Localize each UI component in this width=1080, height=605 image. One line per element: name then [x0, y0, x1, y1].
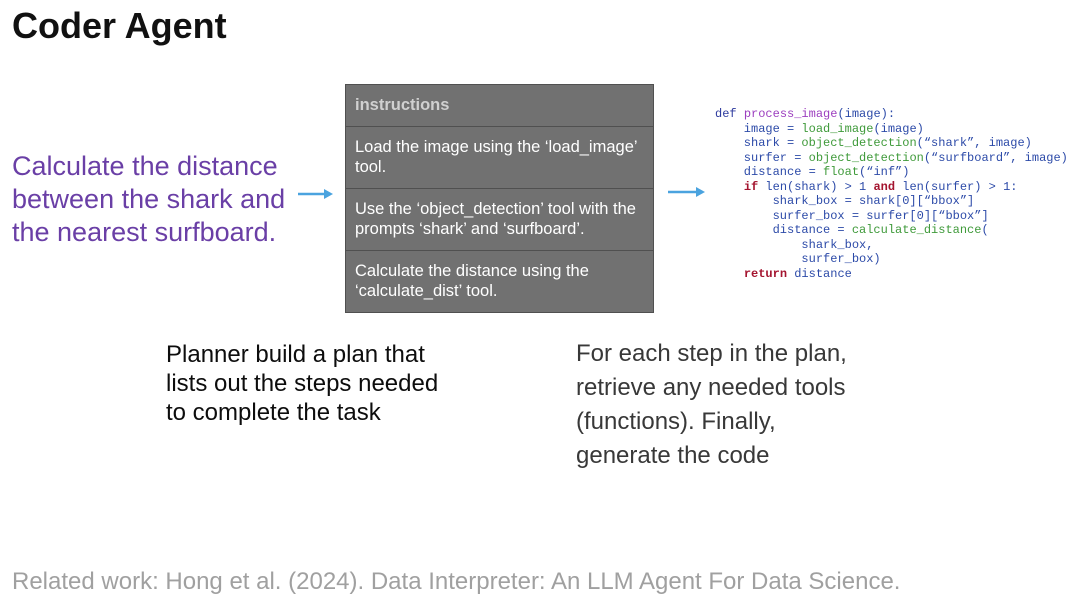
task-prompt-line: between the shark and [12, 184, 286, 214]
code-token: surfer_box) [715, 252, 881, 267]
code-token [737, 107, 744, 121]
code-token: ( [981, 223, 989, 238]
arrow-right-icon [668, 187, 705, 197]
instruction-step: Calculate the distance using the ‘calcul… [346, 250, 653, 312]
code-token: load_image [801, 121, 874, 136]
code-token: image = [715, 121, 802, 136]
code-token: (“shark”, image) [916, 136, 1032, 151]
instructions-header: instructions [355, 96, 450, 114]
coder-caption-line: For each step in the plan, [576, 340, 847, 367]
instruction-step-line: Use the ‘object_detection’ tool with the [355, 200, 636, 218]
code-line: return distance [715, 267, 1068, 282]
coder-caption-line: retrieve any needed tools [576, 374, 846, 401]
code-line: shark = object_detection(“shark”, image) [715, 136, 1068, 151]
code-block: def process_image(image): image = load_i… [715, 107, 1068, 282]
instructions-box: instructions Load the image using the ‘l… [345, 84, 654, 313]
code-token: surfer = [715, 150, 809, 165]
code-token: object_detection [808, 150, 924, 165]
code-token: shark_box, [715, 237, 874, 252]
code-line: surfer = object_detection(“surfboard”, i… [715, 151, 1068, 166]
code-line: if len(shark) > 1 and len(surfer) > 1: [715, 180, 1068, 195]
code-line: distance = calculate_distance( [715, 223, 1068, 238]
code-line: image = load_image(image) [715, 122, 1068, 137]
code-token: process_image [743, 107, 838, 121]
planner-caption-line: to complete the task [166, 399, 381, 426]
arrow-right-icon [298, 189, 333, 199]
code-token: distance = [715, 223, 852, 238]
code-token: return [743, 267, 788, 282]
instruction-step-line: Calculate the distance using the [355, 262, 589, 280]
code-token [715, 267, 744, 281]
code-token: (image): [837, 107, 896, 121]
planner-caption-line: lists out the steps needed [166, 370, 439, 397]
code-token: distance [787, 267, 852, 282]
code-token: calculate_distance [851, 223, 982, 238]
coder-caption-line: generate the code [576, 442, 770, 469]
code-token: (“inf”) [859, 165, 910, 180]
code-token: shark_box = shark[0][“bbox”] [715, 194, 975, 209]
code-token [715, 180, 744, 194]
instruction-step-line: ‘calculate_dist’ tool. [355, 282, 498, 300]
planner-caption-line: Planner build a plan that [166, 341, 425, 368]
code-line: shark_box, [715, 238, 1068, 253]
code-line: def process_image(image): [715, 107, 1068, 122]
code-token: def [715, 107, 737, 121]
coder-caption: For each step in the plan, retrieve any … [576, 337, 847, 473]
related-work-citation: Related work: Hong et al. (2024). Data I… [12, 568, 901, 595]
code-token: (image) [873, 121, 924, 136]
instruction-step: Load the image using the ‘load_image’ to… [346, 126, 653, 188]
code-line: shark_box = shark[0][“bbox”] [715, 194, 1068, 209]
slide-title: Coder Agent [12, 5, 227, 46]
code-line: surfer_box = surfer[0][“bbox”] [715, 209, 1068, 224]
code-line: distance = float(“inf”) [715, 165, 1068, 180]
code-token: float [823, 165, 860, 180]
code-token: len(surfer) > 1: [895, 179, 1018, 194]
coder-caption-line: (functions). Finally, [576, 408, 776, 435]
code-token: object_detection [801, 136, 917, 151]
code-token: (“surfboard”, image) [923, 150, 1068, 165]
instruction-step-line: Load the image using the ‘load_image’ [355, 138, 638, 156]
code-token: surfer_box = surfer[0][“bbox”] [715, 208, 989, 223]
instruction-step: Use the ‘object_detection’ tool with the… [346, 188, 653, 250]
instruction-step-line: prompts ‘shark’ and ‘surfboard’. [355, 220, 585, 238]
task-prompt-line: Calculate the distance [12, 151, 278, 181]
planner-caption: Planner build a plan that lists out the … [166, 340, 438, 427]
code-token: shark = [715, 136, 802, 151]
task-prompt-line: the nearest surfboard. [12, 217, 277, 247]
code-token: and [873, 179, 896, 194]
instruction-step-line: tool. [355, 158, 387, 176]
code-line: surfer_box) [715, 252, 1068, 267]
code-token: distance = [715, 165, 824, 180]
code-token: len(shark) > 1 [758, 179, 874, 194]
task-prompt: Calculate the distance between the shark… [12, 150, 285, 249]
code-token: if [743, 179, 759, 194]
